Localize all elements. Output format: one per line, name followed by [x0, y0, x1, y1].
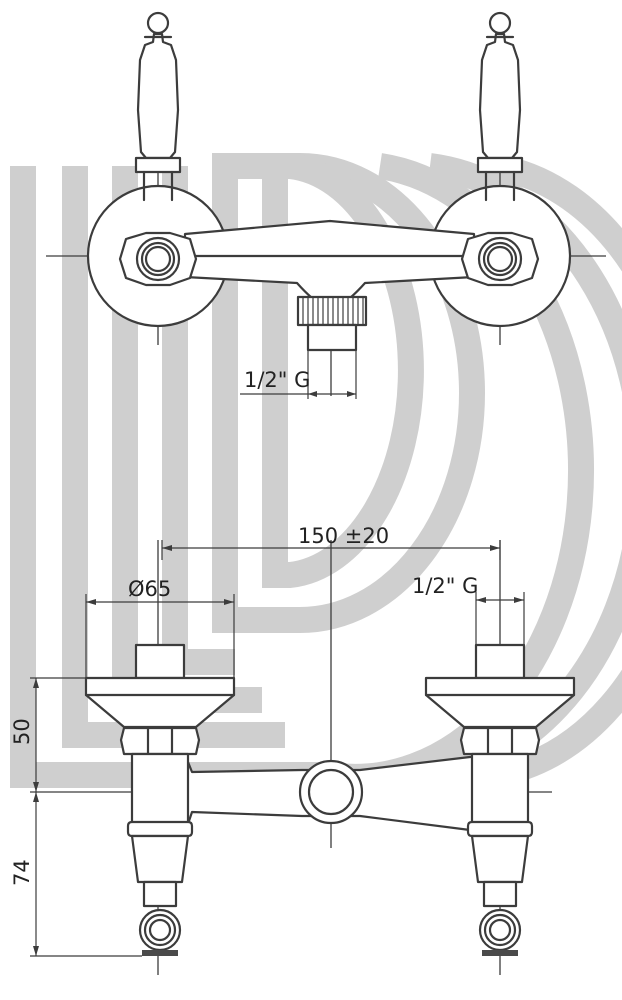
right-hex-connector-top [460, 231, 540, 287]
dimension-thread-top: 1/2" G [240, 350, 357, 399]
left-hex-connector-top [118, 231, 198, 287]
rosette-diameter-label: Ø65 [128, 577, 171, 601]
dimension-rosette-diameter: Ø65 [85, 577, 235, 678]
thread-size-label-top: 1/2" G [244, 368, 310, 392]
thread-size-label-side: 1/2" G [412, 574, 478, 598]
dimension-centre-distance: 150 ±20 [161, 524, 501, 560]
height-upper-label: 50 [10, 718, 34, 745]
side-view: 150 ±20 Ø65 1/2" G 50 [10, 524, 576, 975]
right-lever-handle-top [476, 11, 524, 202]
top-view: 1/2" G [46, 11, 606, 399]
left-lever-handle-top [134, 11, 182, 202]
dimension-height-lower: 74 [10, 792, 142, 957]
dimension-height-upper: 50 [10, 677, 86, 792]
dimension-thread-side: 1/2" G [412, 574, 525, 645]
height-lower-label: 74 [10, 859, 34, 886]
centre-distance-label: 150 ±20 [298, 524, 389, 548]
outlet-ring-inner [307, 768, 355, 816]
outlet-thread-top [306, 323, 358, 352]
